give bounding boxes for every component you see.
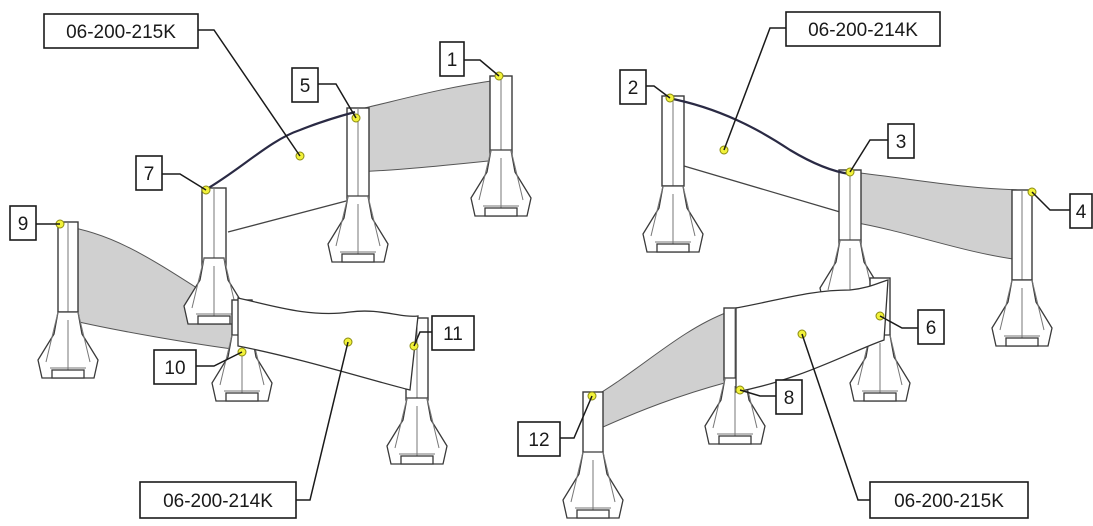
callout-5-label: 5	[300, 76, 311, 97]
callout-3-label: 3	[896, 132, 907, 153]
callout-12-label: 12	[528, 430, 549, 451]
callout-8: 8	[775, 379, 803, 415]
callout-10: 10	[153, 349, 197, 385]
panel-5-1	[355, 79, 499, 173]
part-number-top-right: 06-200-214K	[785, 11, 941, 47]
part-number-top-left: 06-200-215K	[43, 13, 199, 49]
callout-10-label: 10	[164, 358, 185, 379]
rail-2-3	[683, 165, 841, 213]
callout-1: 1	[439, 41, 465, 77]
callout-7: 7	[135, 155, 163, 191]
wire-2-3	[667, 96, 851, 176]
panel-10-11	[237, 297, 419, 391]
right-assembly	[562, 93, 1053, 519]
post-4	[991, 189, 1053, 347]
post-1	[470, 75, 532, 217]
post-2	[642, 95, 704, 253]
callout-2-label: 2	[628, 78, 639, 99]
part-number-bottom-left: 06-200-214K	[139, 481, 297, 519]
callout-4: 4	[1069, 193, 1093, 229]
rail-7-5	[227, 199, 351, 233]
panel-3-4	[851, 171, 1021, 261]
callout-2: 2	[619, 69, 647, 105]
part-number-bottom-right-label: 06-200-215K	[894, 491, 1004, 512]
part-number-top-right-label: 06-200-214K	[808, 20, 918, 41]
post-5	[327, 107, 389, 263]
callout-5: 5	[291, 67, 319, 103]
callout-8-label: 8	[784, 388, 795, 409]
leader-lines	[36, 27, 1070, 501]
callout-11-label: 11	[443, 324, 463, 345]
panel-8-6	[735, 279, 889, 393]
post-7	[183, 187, 245, 325]
callout-9: 9	[9, 205, 37, 241]
callout-3: 3	[887, 123, 915, 159]
callout-11: 11	[431, 315, 475, 351]
callout-12: 12	[517, 421, 561, 457]
part-number-bottom-left-label: 06-200-214K	[163, 491, 273, 512]
part-number-bottom-right: 06-200-215K	[869, 481, 1029, 519]
callout-1-label: 1	[447, 50, 458, 71]
callout-6-label: 6	[926, 318, 937, 339]
callout-4-label: 4	[1076, 202, 1087, 223]
callout-6: 6	[917, 309, 945, 345]
callout-9-label: 9	[18, 214, 29, 235]
part-number-top-left-label: 06-200-215K	[66, 22, 176, 43]
wire-7-5	[204, 110, 356, 191]
panel-12-8	[591, 311, 729, 433]
post-9	[37, 221, 99, 379]
callout-7-label: 7	[144, 164, 155, 185]
left-assembly	[37, 71, 532, 465]
